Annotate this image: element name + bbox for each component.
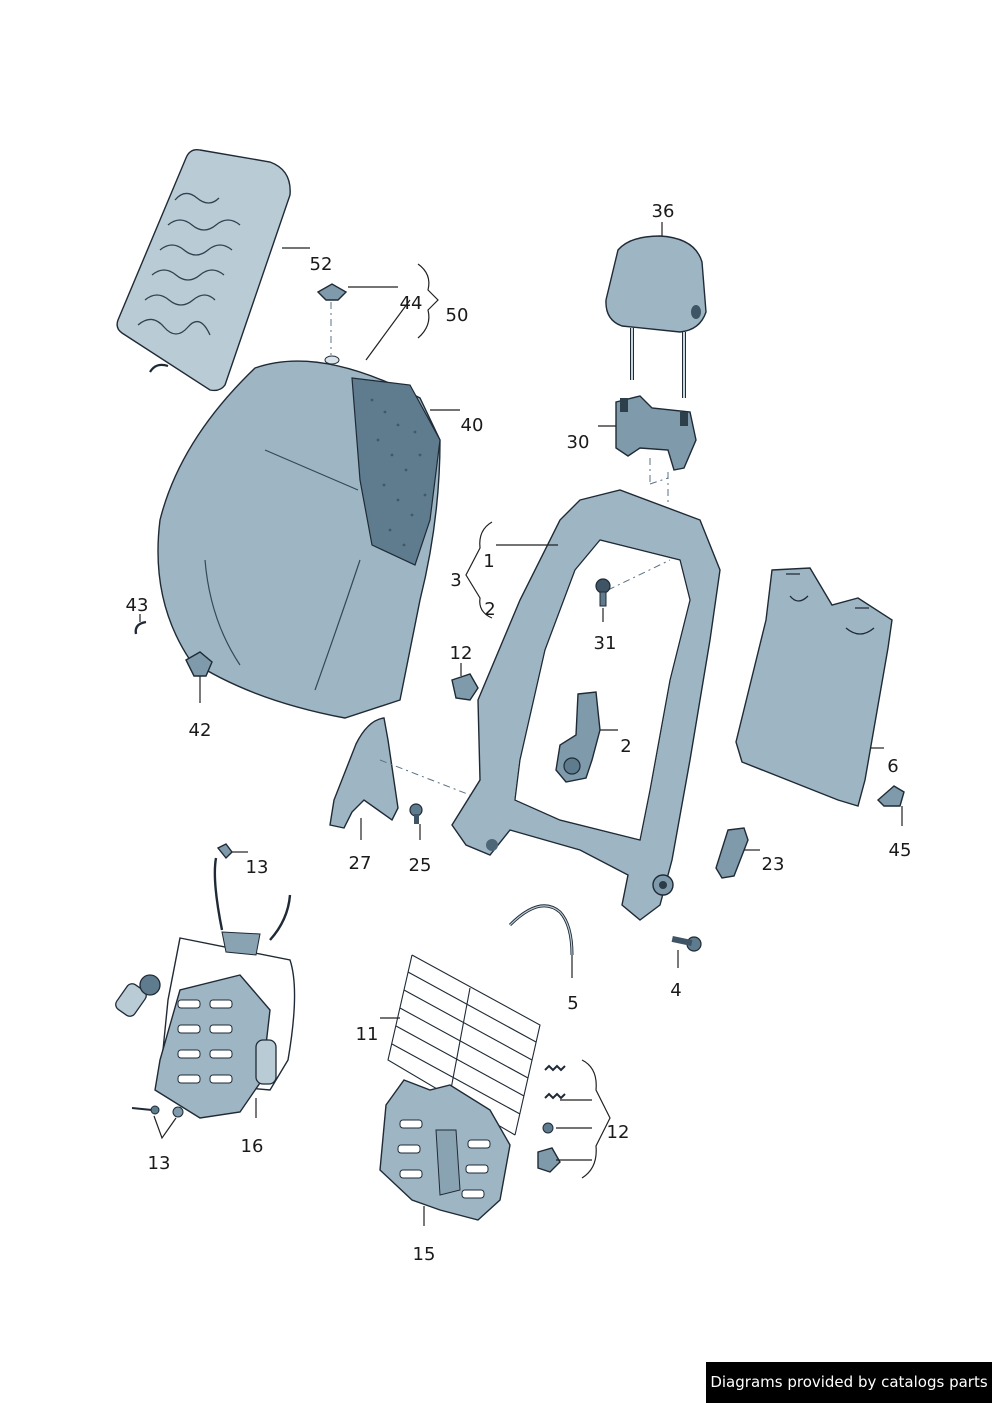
- part-4-bolt: [671, 935, 702, 952]
- callout-5: 5: [567, 993, 578, 1014]
- callout-2-motor: 2: [620, 736, 631, 757]
- callout-45: 45: [889, 840, 912, 861]
- leader-lines: [139, 222, 903, 1226]
- callout-12-upper: 12: [450, 643, 473, 664]
- callout-15: 15: [413, 1244, 436, 1265]
- credit-banner: Diagrams provided by catalogs parts: [706, 1362, 992, 1403]
- part-23-end-cap: [715, 827, 749, 879]
- part-40-backrest-cover: [157, 355, 441, 719]
- part-13-fasteners: [131, 843, 233, 1118]
- part-45-push-rivet: [876, 785, 905, 807]
- callout-44: 44: [400, 293, 423, 314]
- callout-30: 30: [567, 432, 590, 453]
- part-5-cable: [508, 904, 574, 956]
- part-52-backrest-heating-mat: [116, 148, 291, 392]
- callout-43: 43: [126, 595, 149, 616]
- callout-11: 11: [356, 1024, 379, 1045]
- callout-36: 36: [652, 201, 675, 222]
- part-27-side-trim: [329, 717, 471, 829]
- callout-4: 4: [670, 980, 681, 1001]
- callout-27: 27: [349, 853, 372, 874]
- callout-50: 50: [446, 305, 469, 326]
- part-16-lumbar-support: [115, 857, 296, 1119]
- part-36-headrest: [605, 235, 707, 398]
- callout-13-lower: 13: [148, 1153, 171, 1174]
- callout-2-upper: 2: [484, 599, 495, 620]
- callout-23: 23: [762, 854, 785, 875]
- part-30-headrest-guide: [615, 395, 697, 506]
- callout-52: 52: [310, 254, 333, 275]
- part-25-screw: [409, 803, 423, 824]
- part-44-clip: [316, 283, 348, 355]
- part-43-retaining-clip: [134, 620, 147, 635]
- part-12-clip-upper: [451, 673, 479, 701]
- part-6-back-panel: [735, 567, 893, 807]
- callout-31: 31: [594, 633, 617, 654]
- callout-40: 40: [461, 415, 484, 436]
- callout-6: 6: [887, 756, 898, 777]
- callout-1: 1: [483, 551, 494, 572]
- callout-25: 25: [409, 855, 432, 876]
- part-15-lumbar-plate: [379, 1079, 511, 1221]
- part-42-clip: [185, 651, 213, 677]
- callout-42: 42: [189, 720, 212, 741]
- callout-13-upper: 13: [246, 857, 269, 878]
- part-31-bolt: [595, 578, 611, 607]
- callout-12-lower: 12: [607, 1122, 630, 1143]
- part-2-adjuster: [555, 691, 601, 783]
- callout-16: 16: [241, 1136, 264, 1157]
- callout-3: 3: [450, 570, 461, 591]
- callout-labels: 36 52 44 50 40 30 1 3 2 31 43 12 2 6 42 …: [126, 201, 912, 1265]
- part-12-springs-clips: [537, 1064, 566, 1173]
